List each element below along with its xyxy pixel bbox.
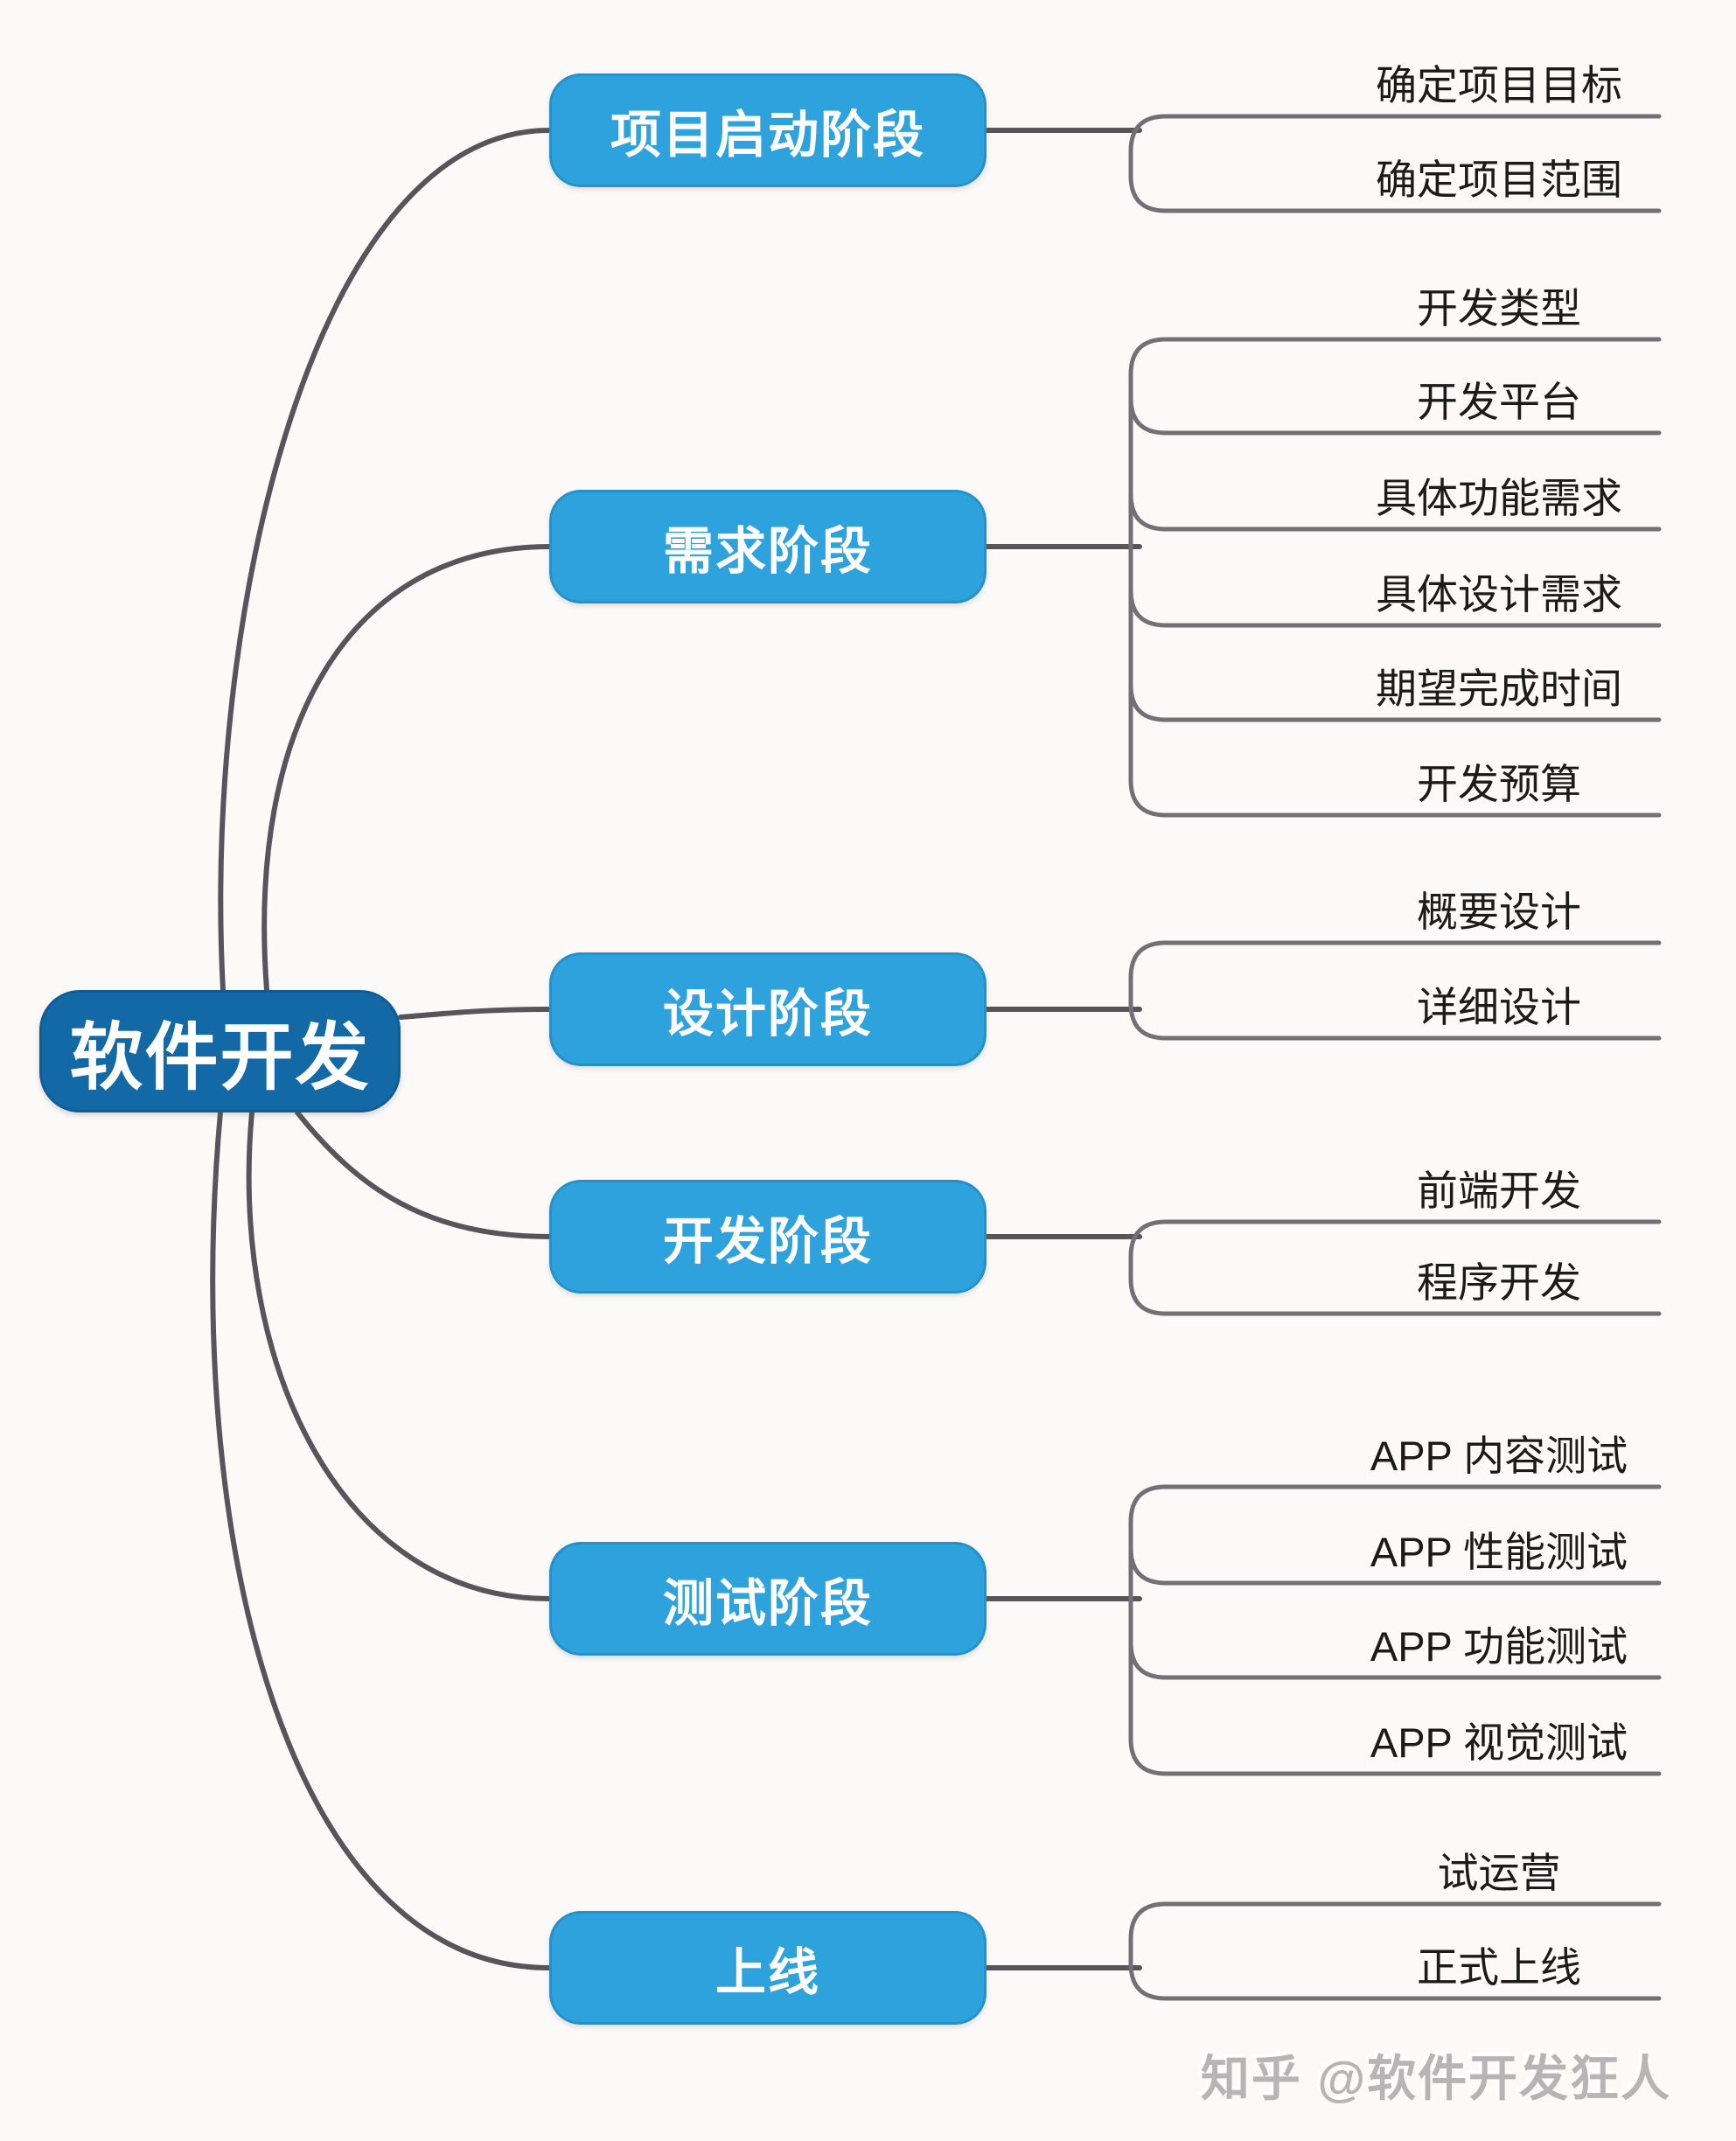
root-connector-4	[295, 1110, 552, 1239]
leaf-node-4-2[interactable]: 程序开发	[1417, 1259, 1581, 1306]
watermark: 知乎 @软件开发狂人	[1200, 2051, 1672, 2106]
leaf-underline-5-3	[1128, 1640, 1662, 1680]
branch-node-6[interactable]: 上线	[549, 1911, 987, 2025]
branch-node-5[interactable]: 测试阶段	[549, 1542, 987, 1656]
leaf-bracket-5	[1128, 1484, 1662, 1776]
leaf-underline-5-2	[1128, 1545, 1662, 1586]
branch-node-2[interactable]: 需求阶段	[549, 490, 987, 603]
leaf-node-1-2[interactable]: 确定项目范围	[1376, 156, 1622, 203]
leaf-node-5-1[interactable]: APP 内容测试	[1370, 1432, 1628, 1479]
branch-node-1[interactable]: 项目启动阶段	[549, 73, 987, 187]
leaf-node-6-2[interactable]: 正式上线	[1417, 1943, 1581, 1991]
leaf-bracket-6	[1128, 1901, 1662, 2001]
leaf-node-5-4[interactable]: APP 视觉测试	[1370, 1719, 1628, 1766]
root-connector-5	[246, 1110, 552, 1601]
leaf-node-2-2[interactable]: 开发平台	[1417, 378, 1581, 425]
leaf-node-2-4[interactable]: 具体设计需求	[1376, 570, 1622, 617]
leaf-bracket-4	[1128, 1219, 1662, 1316]
leaf-underline-2-5	[1128, 682, 1662, 722]
root-node[interactable]: 软件开发	[39, 990, 401, 1112]
leaf-node-2-6[interactable]: 开发预算	[1417, 760, 1581, 807]
leaf-node-2-3[interactable]: 具体功能需求	[1376, 474, 1622, 521]
branch-node-3[interactable]: 设计阶段	[549, 952, 987, 1066]
leaf-bracket-2	[1128, 337, 1662, 818]
leaf-underline-2-4	[1128, 588, 1662, 628]
root-connector-6	[210, 1110, 552, 1970]
leaf-underline-2-3	[1128, 492, 1662, 532]
leaf-node-5-2[interactable]: APP 性能测试	[1370, 1528, 1628, 1575]
root-connector-2	[261, 544, 552, 993]
leaf-node-6-1[interactable]: 试运营	[1437, 1849, 1561, 1896]
leaf-node-3-2[interactable]: 详细设计	[1417, 983, 1581, 1030]
root-connector-3	[398, 1007, 552, 1020]
leaf-node-2-1[interactable]: 开发类型	[1417, 284, 1581, 331]
root-connector-1	[218, 128, 552, 993]
leaf-node-5-3[interactable]: APP 功能测试	[1370, 1622, 1628, 1670]
leaf-underline-2-2	[1128, 395, 1662, 436]
leaf-bracket-3	[1128, 940, 1662, 1041]
leaf-node-2-5[interactable]: 期望完成时间	[1376, 665, 1622, 712]
leaf-bracket-1	[1128, 114, 1662, 213]
branch-node-4[interactable]: 开发阶段	[549, 1180, 987, 1294]
leaf-node-4-1[interactable]: 前端开发	[1417, 1167, 1581, 1214]
leaf-node-1-1[interactable]: 确定项目目标	[1376, 61, 1622, 108]
leaf-node-3-1[interactable]: 概要设计	[1417, 888, 1581, 935]
